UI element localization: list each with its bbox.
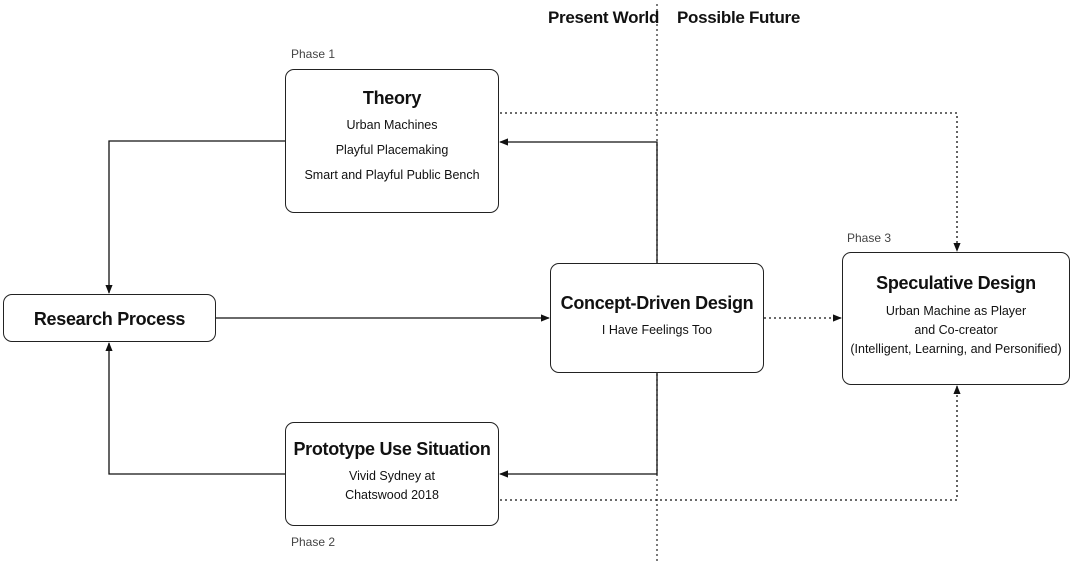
arrow-prototype-to-speculative [500, 385, 961, 501]
speculative-item: and Co-creator [914, 323, 998, 337]
theory-item: Playful Placemaking [335, 143, 449, 157]
arrow-concept-to-prototype [499, 373, 658, 478]
speculative-item: (Intelligent, Learning, and Personified) [850, 342, 1062, 356]
prototype-use-situation-box: Prototype Use Situation Vivid Sydney at … [285, 422, 499, 526]
possible-future-label: Possible Future [677, 8, 801, 27]
present-world-label: Present World [548, 8, 660, 27]
concept-driven-design-box: Concept-Driven Design I Have Feelings To… [550, 263, 764, 373]
phase-1-label: Phase 1 [291, 47, 336, 61]
arrow-concept-to-theory [499, 138, 658, 263]
theory-item: Smart and Playful Public Bench [304, 168, 480, 182]
concept-item: I Have Feelings Too [601, 323, 713, 337]
prototype-item: Chatswood 2018 [345, 488, 439, 502]
speculative-design-box: Speculative Design Urban Machine as Play… [842, 252, 1070, 385]
speculative-title: Speculative Design [876, 273, 1036, 293]
theory-box: Theory Urban Machines Playful Placemakin… [285, 69, 499, 213]
speculative-item: Urban Machine as Player [885, 304, 1027, 318]
arrow-prototype-to-research [105, 342, 286, 475]
arrow-theory-to-research [105, 140, 286, 294]
prototype-title: Prototype Use Situation [293, 439, 491, 459]
arrow-theory-to-speculative [500, 112, 961, 252]
phase-3-label: Phase 3 [847, 231, 892, 245]
research-process-title: Research Process [33, 309, 186, 329]
concept-title: Concept-Driven Design [560, 293, 754, 313]
theory-item: Urban Machines [346, 118, 438, 132]
research-process-box: Research Process [3, 294, 216, 342]
phase-2-label: Phase 2 [291, 535, 336, 549]
theory-title: Theory [362, 88, 422, 108]
prototype-item: Vivid Sydney at [349, 469, 435, 483]
